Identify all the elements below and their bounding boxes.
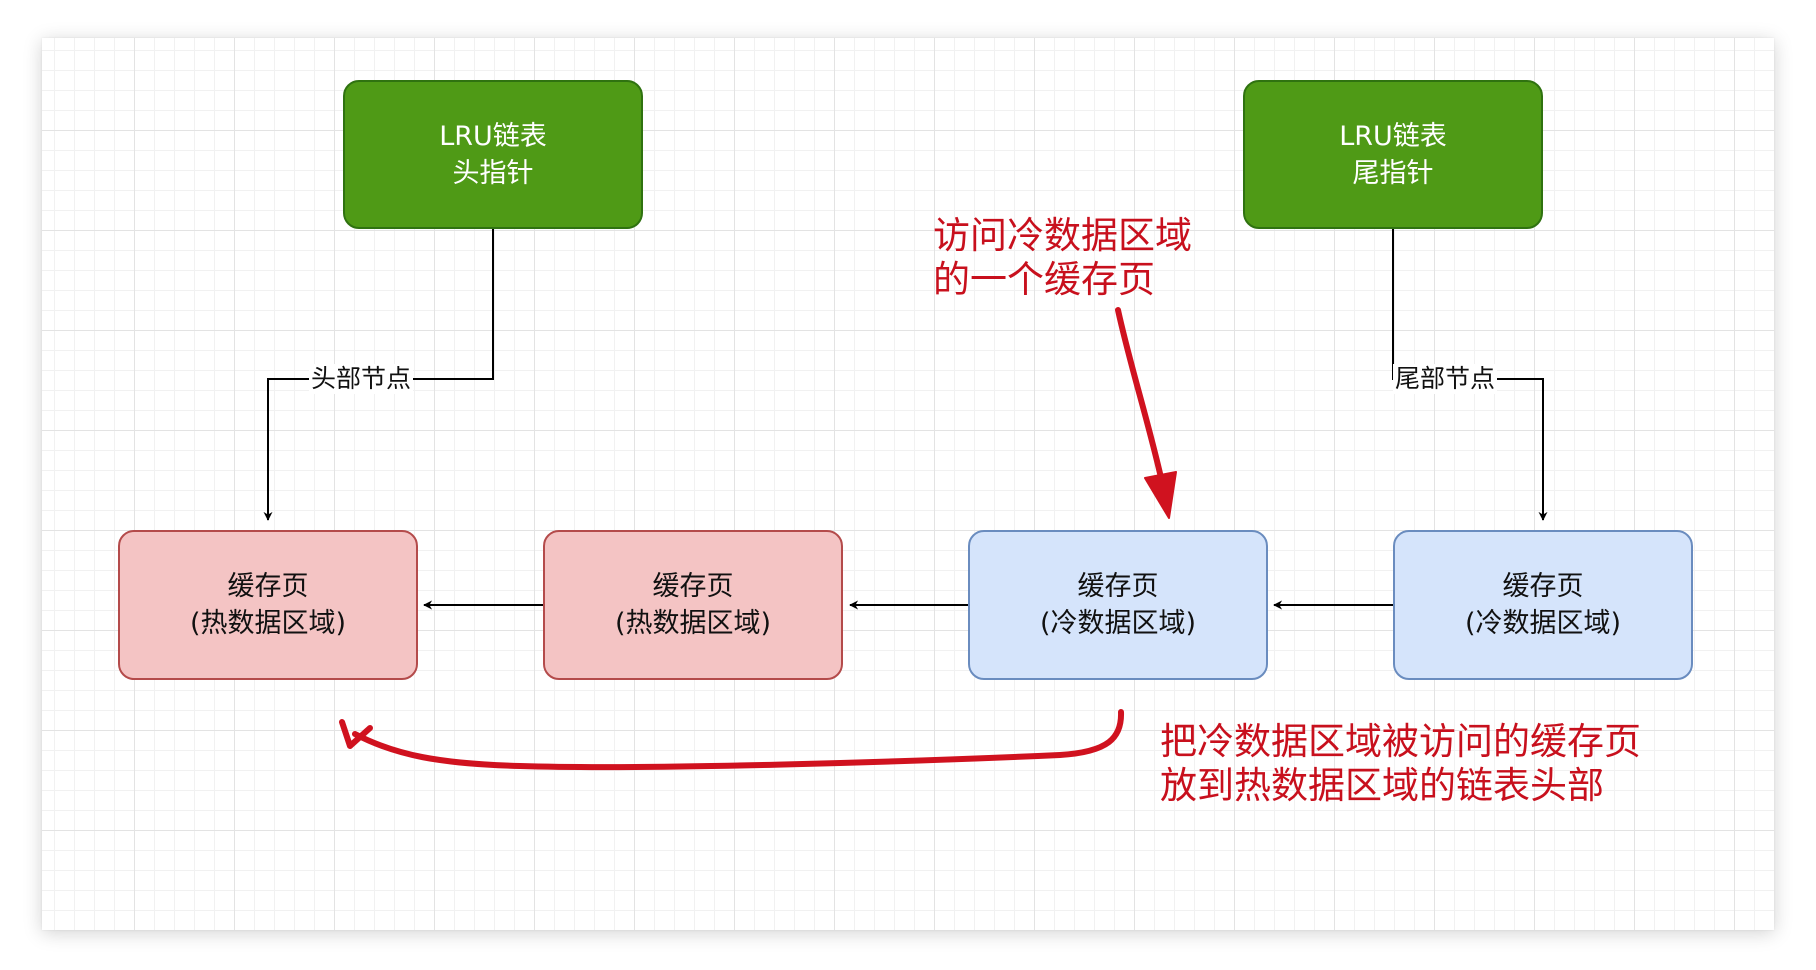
cache-page-hot-2[interactable]: 缓存页 (热数据区域) bbox=[543, 530, 843, 680]
cache-page-region: (冷数据区域) bbox=[1464, 608, 1622, 639]
move-annotation-line2: 放到热数据区域的链表头部 bbox=[1160, 764, 1604, 807]
cache-page-region: (热数据区域) bbox=[614, 608, 772, 639]
tail-node-edge-label: 尾部节点 bbox=[1393, 364, 1498, 394]
move-annotation: 把冷数据区域被访问的缓存页 放到热数据区域的链表头部 bbox=[1160, 720, 1641, 808]
access-annotation-line1: 访问冷数据区域 bbox=[933, 214, 1192, 257]
cache-page-region: (热数据区域) bbox=[189, 608, 347, 639]
cache-page-cold-2[interactable]: 缓存页 (冷数据区域) bbox=[1393, 530, 1693, 680]
head-pointer-node[interactable]: LRU链表 头指针 bbox=[343, 80, 643, 229]
cache-page-title: 缓存页 bbox=[1077, 571, 1159, 602]
access-annotation-line2: 的一个缓存页 bbox=[933, 258, 1155, 301]
move-annotation-line1: 把冷数据区域被访问的缓存页 bbox=[1160, 720, 1641, 763]
cache-page-region: (冷数据区域) bbox=[1039, 608, 1197, 639]
cache-page-hot-1[interactable]: 缓存页 (热数据区域) bbox=[118, 530, 418, 680]
move-to-head-arrow bbox=[352, 709, 1125, 771]
cache-page-title: 缓存页 bbox=[652, 571, 734, 602]
tail-pointer-node[interactable]: LRU链表 尾指针 bbox=[1243, 80, 1543, 229]
head-pointer-line1: LRU链表 bbox=[439, 120, 547, 152]
cache-page-title: 缓存页 bbox=[1502, 571, 1584, 602]
head-pointer-line2: 头指针 bbox=[452, 157, 534, 189]
head-node-edge-label: 头部节点 bbox=[309, 364, 414, 394]
access-annotation-arrow bbox=[1115, 307, 1165, 485]
access-annotation: 访问冷数据区域 的一个缓存页 bbox=[933, 214, 1192, 302]
cache-page-title: 缓存页 bbox=[227, 571, 309, 602]
cache-page-cold-1[interactable]: 缓存页 (冷数据区域) bbox=[968, 530, 1268, 680]
tail-pointer-line1: LRU链表 bbox=[1339, 120, 1447, 152]
access-annotation-arrowhead bbox=[1144, 471, 1177, 519]
move-to-head-arrowhead bbox=[339, 719, 373, 749]
tail-pointer-line2: 尾指针 bbox=[1352, 157, 1434, 189]
